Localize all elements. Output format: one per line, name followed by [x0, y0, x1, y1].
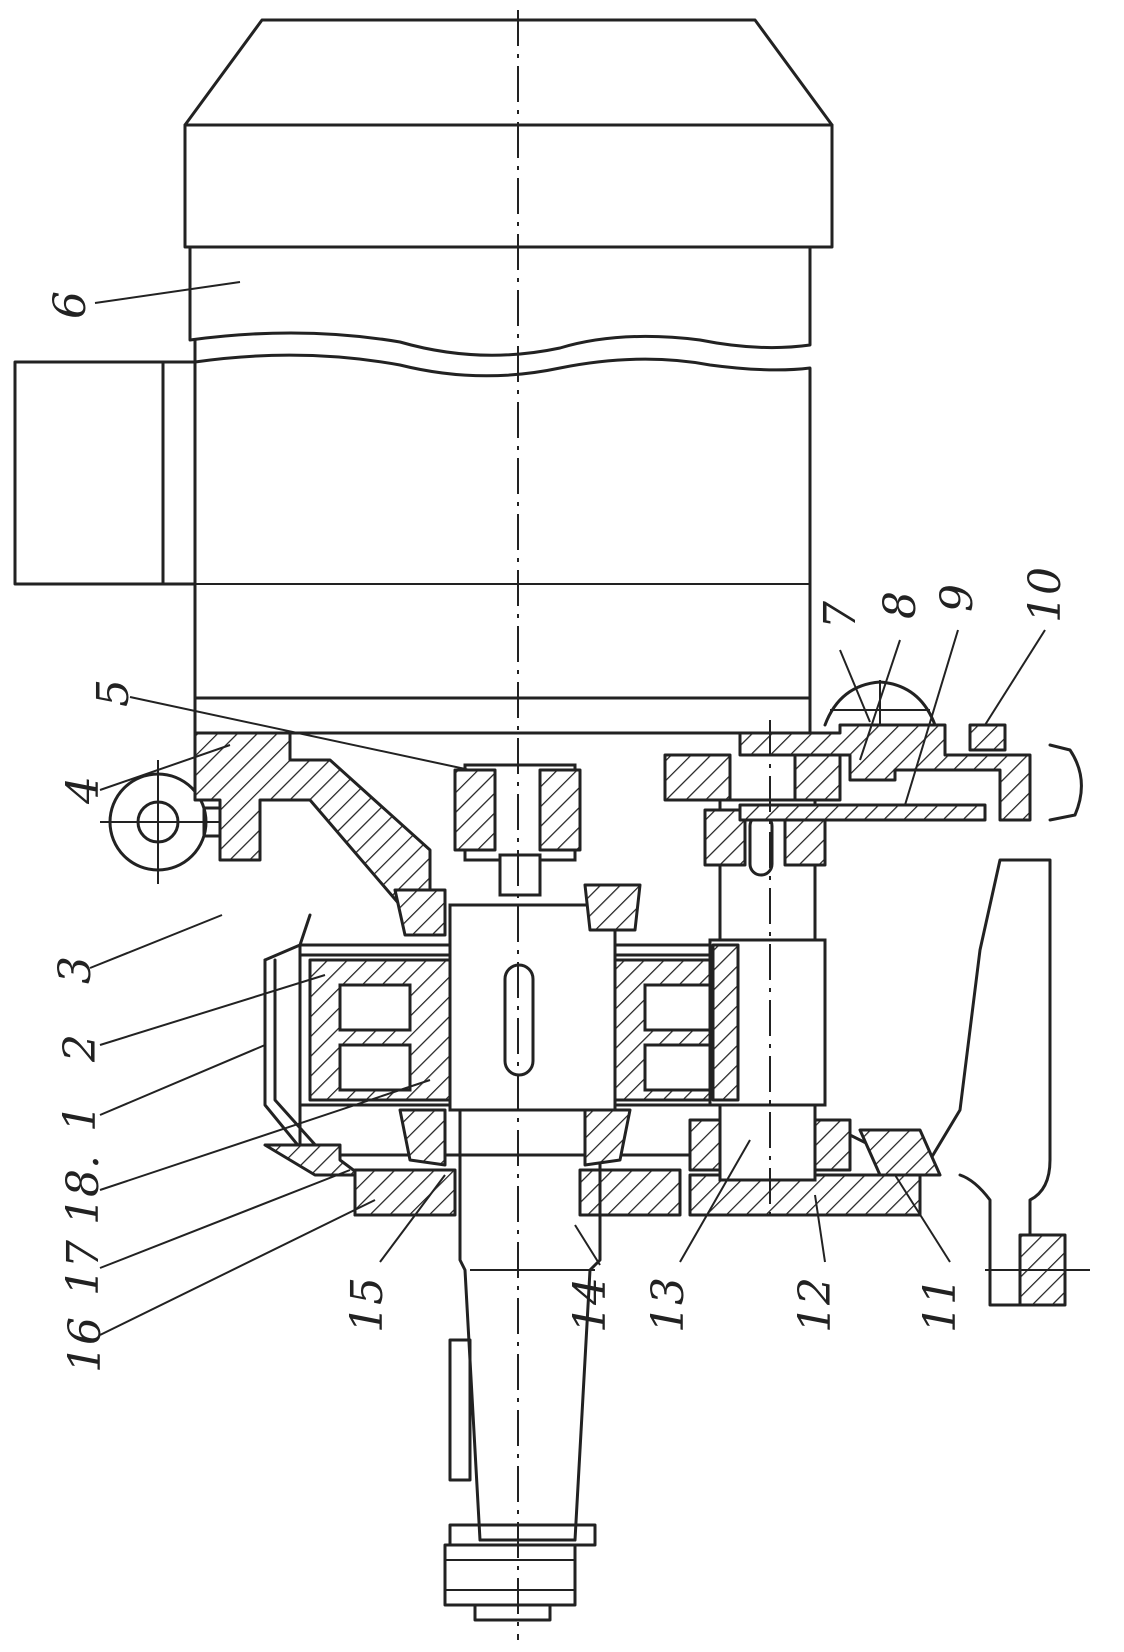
output-shaft: [443, 903, 617, 1622]
bearing-cover-left: [263, 1143, 682, 1217]
callout-6: 6: [45, 291, 96, 319]
callout-7: 7: [815, 601, 866, 629]
vent-plug: [968, 723, 1007, 752]
callout-4: 4: [58, 776, 109, 805]
electric-motor: [13, 18, 834, 735]
tapered-bearing-upper: [393, 883, 642, 937]
input-pinion: [453, 763, 582, 897]
top-cover-plate: [738, 680, 1032, 822]
callout-2: 2: [55, 1034, 106, 1063]
callout-12: 12: [790, 1277, 841, 1333]
callout-1: 1: [55, 1104, 106, 1132]
callout-14: 14: [565, 1277, 616, 1333]
intermediate-shaft: [703, 798, 827, 1182]
callout-labels: 6 5 4 3 2 1 18. 17 16 15 14 13 12 11 7 8…: [45, 291, 1071, 1373]
callout-13: 13: [643, 1277, 694, 1333]
callout-15: 15: [342, 1277, 393, 1333]
callout-18: 18.: [58, 1155, 109, 1225]
callout-11: 11: [915, 1277, 966, 1333]
callout-10: 10: [1020, 567, 1071, 623]
tapered-bearing-lower: [398, 1108, 632, 1167]
callout-17: 17: [58, 1240, 109, 1296]
callout-3: 3: [50, 956, 101, 984]
callout-5: 5: [88, 679, 139, 707]
callout-16: 16: [60, 1317, 111, 1373]
leader-lines: [89, 281, 1046, 1336]
callout-9: 9: [932, 584, 983, 612]
callout-8: 8: [875, 591, 926, 619]
